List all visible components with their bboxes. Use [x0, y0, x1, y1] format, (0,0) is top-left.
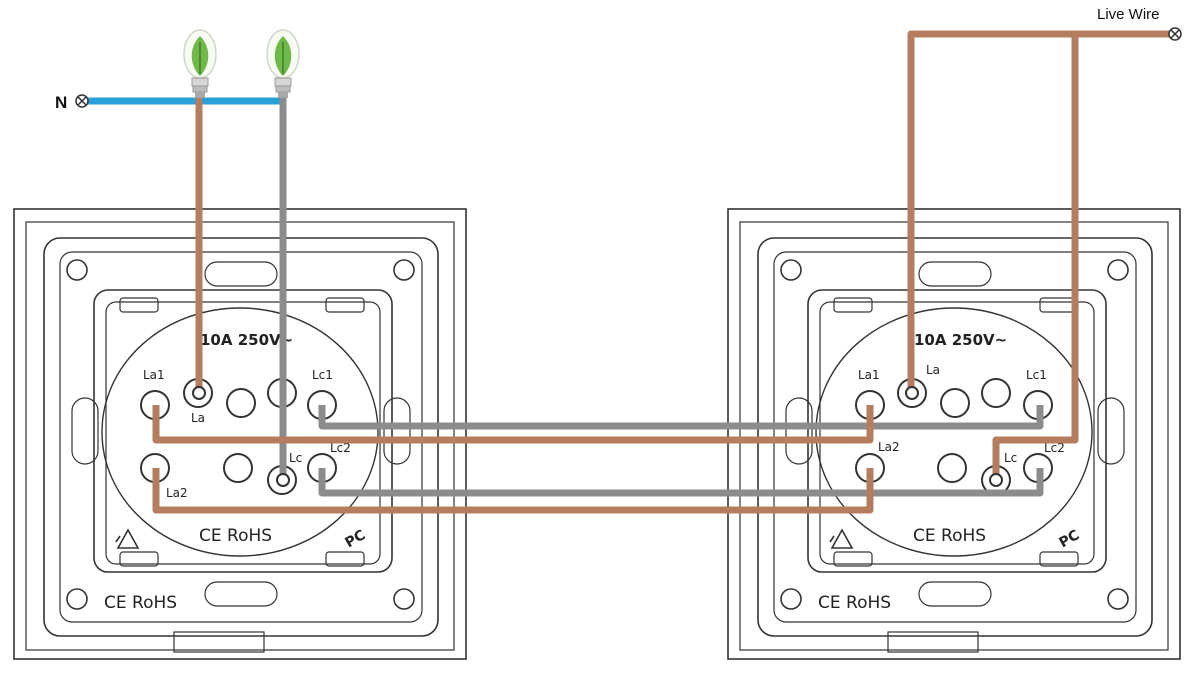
switch-left-brand: PC [342, 527, 368, 551]
screw-hole-icon [1107, 588, 1129, 610]
switch-left-rating: 10A 250V~ [200, 331, 293, 349]
switch-right-module [807, 289, 1107, 573]
switch-right-module-dome [815, 307, 1093, 557]
switch-right-brand: PC [1056, 527, 1082, 551]
terminal-blank [226, 388, 256, 418]
neutral-terminal-icon [75, 94, 89, 108]
switch-right-label-la2: La2 [878, 440, 900, 454]
terminal-blank [981, 378, 1011, 408]
switch-left-label-lc: Lc [289, 451, 302, 465]
switch-left-outer-frame [13, 208, 467, 660]
gray-traveller-lc1 [318, 405, 1044, 430]
screw-hole-icon [393, 259, 415, 281]
brown-la1-link [152, 405, 874, 444]
screw-hole-icon [66, 588, 88, 610]
switch-left [13, 208, 467, 660]
switch-left-label-lc2: Lc2 [330, 441, 351, 455]
switch-right-label-la1: La1 [858, 368, 880, 382]
switch-right-label-lc1: Lc1 [1026, 368, 1047, 382]
switch-right-label-lc2: Lc2 [1044, 441, 1065, 455]
switch-left-module-dome [101, 307, 379, 557]
switch-right-outer-certification: CE RoHS [818, 593, 891, 613]
switch-left-label-la1: La1 [143, 368, 165, 382]
switch-left-inner-certification: CE RoHS [199, 526, 272, 546]
traveller-wires-gray [279, 95, 1044, 497]
recycle-icon [829, 528, 854, 549]
gray-traveller-lc2 [318, 468, 1044, 497]
terminal-blank [223, 453, 253, 483]
switch-right [727, 208, 1181, 660]
terminal-blank [937, 453, 967, 483]
brown-la2-link [152, 468, 874, 514]
live-terminal-icon [1168, 27, 1182, 41]
switch-left-module [93, 289, 393, 573]
switch-right-label-lc: Lc [1004, 451, 1017, 465]
neutral-label: N [55, 93, 67, 112]
switch-left-label-la2: La2 [166, 486, 188, 500]
switch-right-inner-certification: CE RoHS [913, 526, 986, 546]
switch-left-outer-certification: CE RoHS [104, 593, 177, 613]
recycle-icon [115, 528, 140, 549]
screw-hole-icon [1107, 259, 1129, 281]
switch-right-rating: 10A 250V~ [914, 331, 1007, 349]
bulb-right-icon [266, 29, 300, 98]
switch-left-label-lc1: Lc1 [312, 368, 333, 382]
brown-live-to-la-right [907, 30, 1170, 393]
live-wires-brown [152, 30, 1170, 514]
screw-hole-icon [780, 588, 802, 610]
switch-right-outer-frame [727, 208, 1181, 660]
live-wire-label: Live Wire [1097, 6, 1160, 23]
switch-left-label-la: La [191, 411, 205, 425]
screw-hole-icon [66, 259, 88, 281]
terminal-blank [940, 388, 970, 418]
switch-right-label-la: La [926, 363, 940, 377]
brown-live-to-lc-right [992, 34, 1079, 480]
screw-hole-icon [780, 259, 802, 281]
bulb-left-icon [183, 29, 217, 98]
screw-hole-icon [393, 588, 415, 610]
